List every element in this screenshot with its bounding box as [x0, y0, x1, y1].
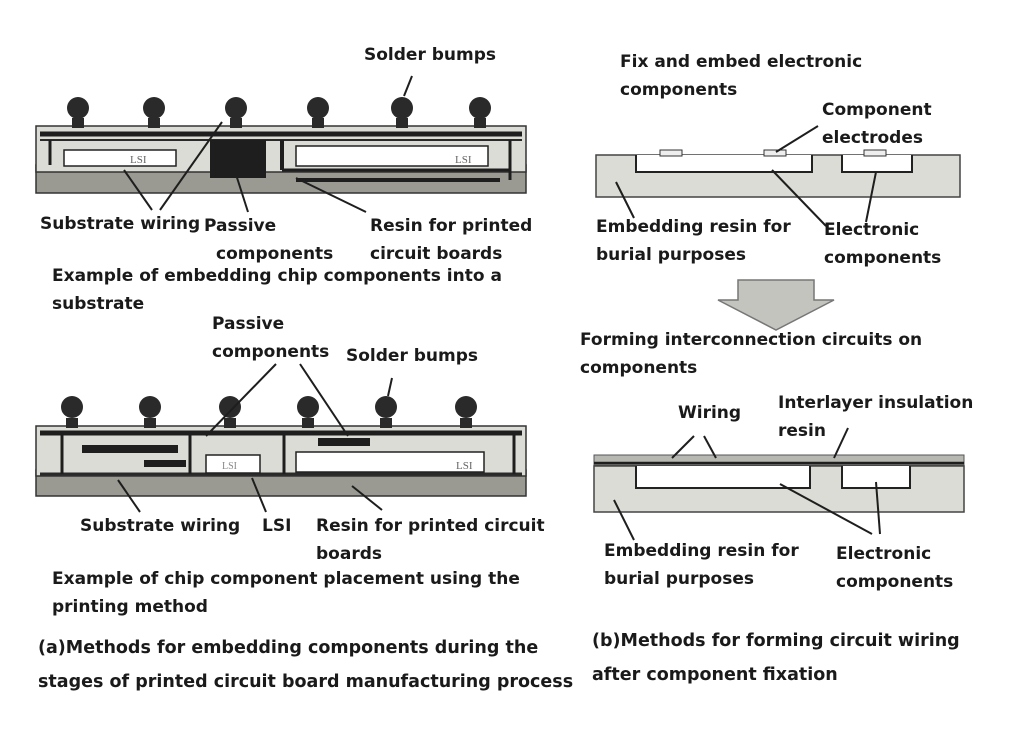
lsi-chip-left [63, 149, 177, 167]
passive-label-1a: Passive [204, 216, 277, 236]
resin-label-2b: boards [316, 544, 382, 564]
printed-passive-3 [318, 438, 370, 446]
passive-component [210, 140, 266, 178]
leader-lines-3 [615, 125, 877, 227]
electronic-label-b1a: Electronic [824, 220, 920, 240]
electronic-label-b2b: components [836, 572, 954, 592]
electronic-label-b1b: components [824, 248, 942, 268]
insulation-label-1: Interlayer insulation [778, 393, 974, 413]
lsi-small-label: LSI [222, 461, 237, 472]
insulation-label-2: resin [778, 421, 826, 441]
panel-a-caption-1: (a)Methods for embedding components duri… [38, 638, 539, 658]
leader-lines-2 [117, 363, 393, 513]
fix-embed-diagram [595, 125, 961, 227]
printed-passive-1 [82, 445, 178, 453]
substrate-embed-diagram: LSI LSI [35, 75, 527, 213]
electronic-label-b2a: Electronic [836, 544, 932, 564]
resin-label-1b: circuit boards [370, 244, 503, 264]
component-small-1 [841, 155, 913, 173]
leader-lines-1 [123, 75, 413, 213]
interconnection-diagram [593, 427, 965, 541]
panel-b-caption-2: after component fixation [592, 665, 838, 685]
printed-passive-2 [144, 460, 186, 467]
lsi-chip-large [295, 451, 485, 473]
panel-a-caption-2: stages of printed circuit board manufact… [38, 672, 574, 692]
step2-title-2: components [580, 358, 698, 378]
diagram2-caption-1: Example of chip component placement usin… [52, 569, 520, 589]
lsi-right-label: LSI [455, 154, 472, 166]
solder-bumps-label-2: Solder bumps [346, 346, 479, 366]
step1-title-1: Fix and embed electronic [620, 52, 863, 72]
diagram1-caption-2: substrate [52, 294, 145, 314]
resin-label-b2b: burial purposes [604, 569, 754, 589]
process-arrow [717, 279, 835, 331]
step1-title-2: components [620, 80, 738, 100]
electrodes-label-2: electrodes [822, 128, 923, 148]
resin-label-1a: Resin for printed [370, 216, 533, 236]
panel-b-caption-1: (b)Methods for forming circuit wiring [592, 631, 960, 651]
resin-label-b2a: Embedding resin for [604, 541, 799, 561]
lsi-label-2: LSI [262, 516, 292, 536]
leader-lines-4 [613, 427, 881, 541]
resin-label-b1b: burial purposes [596, 245, 746, 265]
component-large-2 [635, 466, 811, 489]
printing-method-diagram: LSI LSI [35, 363, 527, 513]
electrode-3 [863, 149, 887, 157]
resin-label-2a: Resin for printed circuit [316, 516, 545, 536]
insulation-layer [593, 454, 965, 466]
wiring-label: Wiring [678, 403, 742, 423]
lsi-large-label: LSI [456, 460, 473, 472]
electrode-2 [763, 149, 787, 157]
solder-bumps-row-2 [61, 396, 477, 428]
solder-bumps-row-1 [67, 97, 491, 128]
substrate-wiring-label-1: Substrate wiring [40, 214, 201, 234]
solder-bumps-label-1: Solder bumps [364, 45, 497, 65]
lsi-chip-right [295, 145, 489, 167]
passive-label-2b: components [212, 342, 330, 362]
resin-label-b1a: Embedding resin for [596, 217, 791, 237]
passive-label-1b: components [216, 244, 334, 264]
substrate-wiring-label-2: Substrate wiring [80, 516, 241, 536]
diagram1-caption-1: Example of embedding chip components int… [52, 266, 502, 286]
electrodes-label-1: Component [822, 100, 932, 120]
step2-title-1: Forming interconnection circuits on [580, 330, 923, 350]
lsi-left-label: LSI [130, 154, 147, 166]
diagram2-caption-2: printing method [52, 597, 208, 617]
component-large-1 [635, 155, 813, 173]
passive-label-2a: Passive [212, 314, 285, 334]
lsi-chip-small [205, 454, 261, 474]
electrode-1 [659, 149, 683, 157]
